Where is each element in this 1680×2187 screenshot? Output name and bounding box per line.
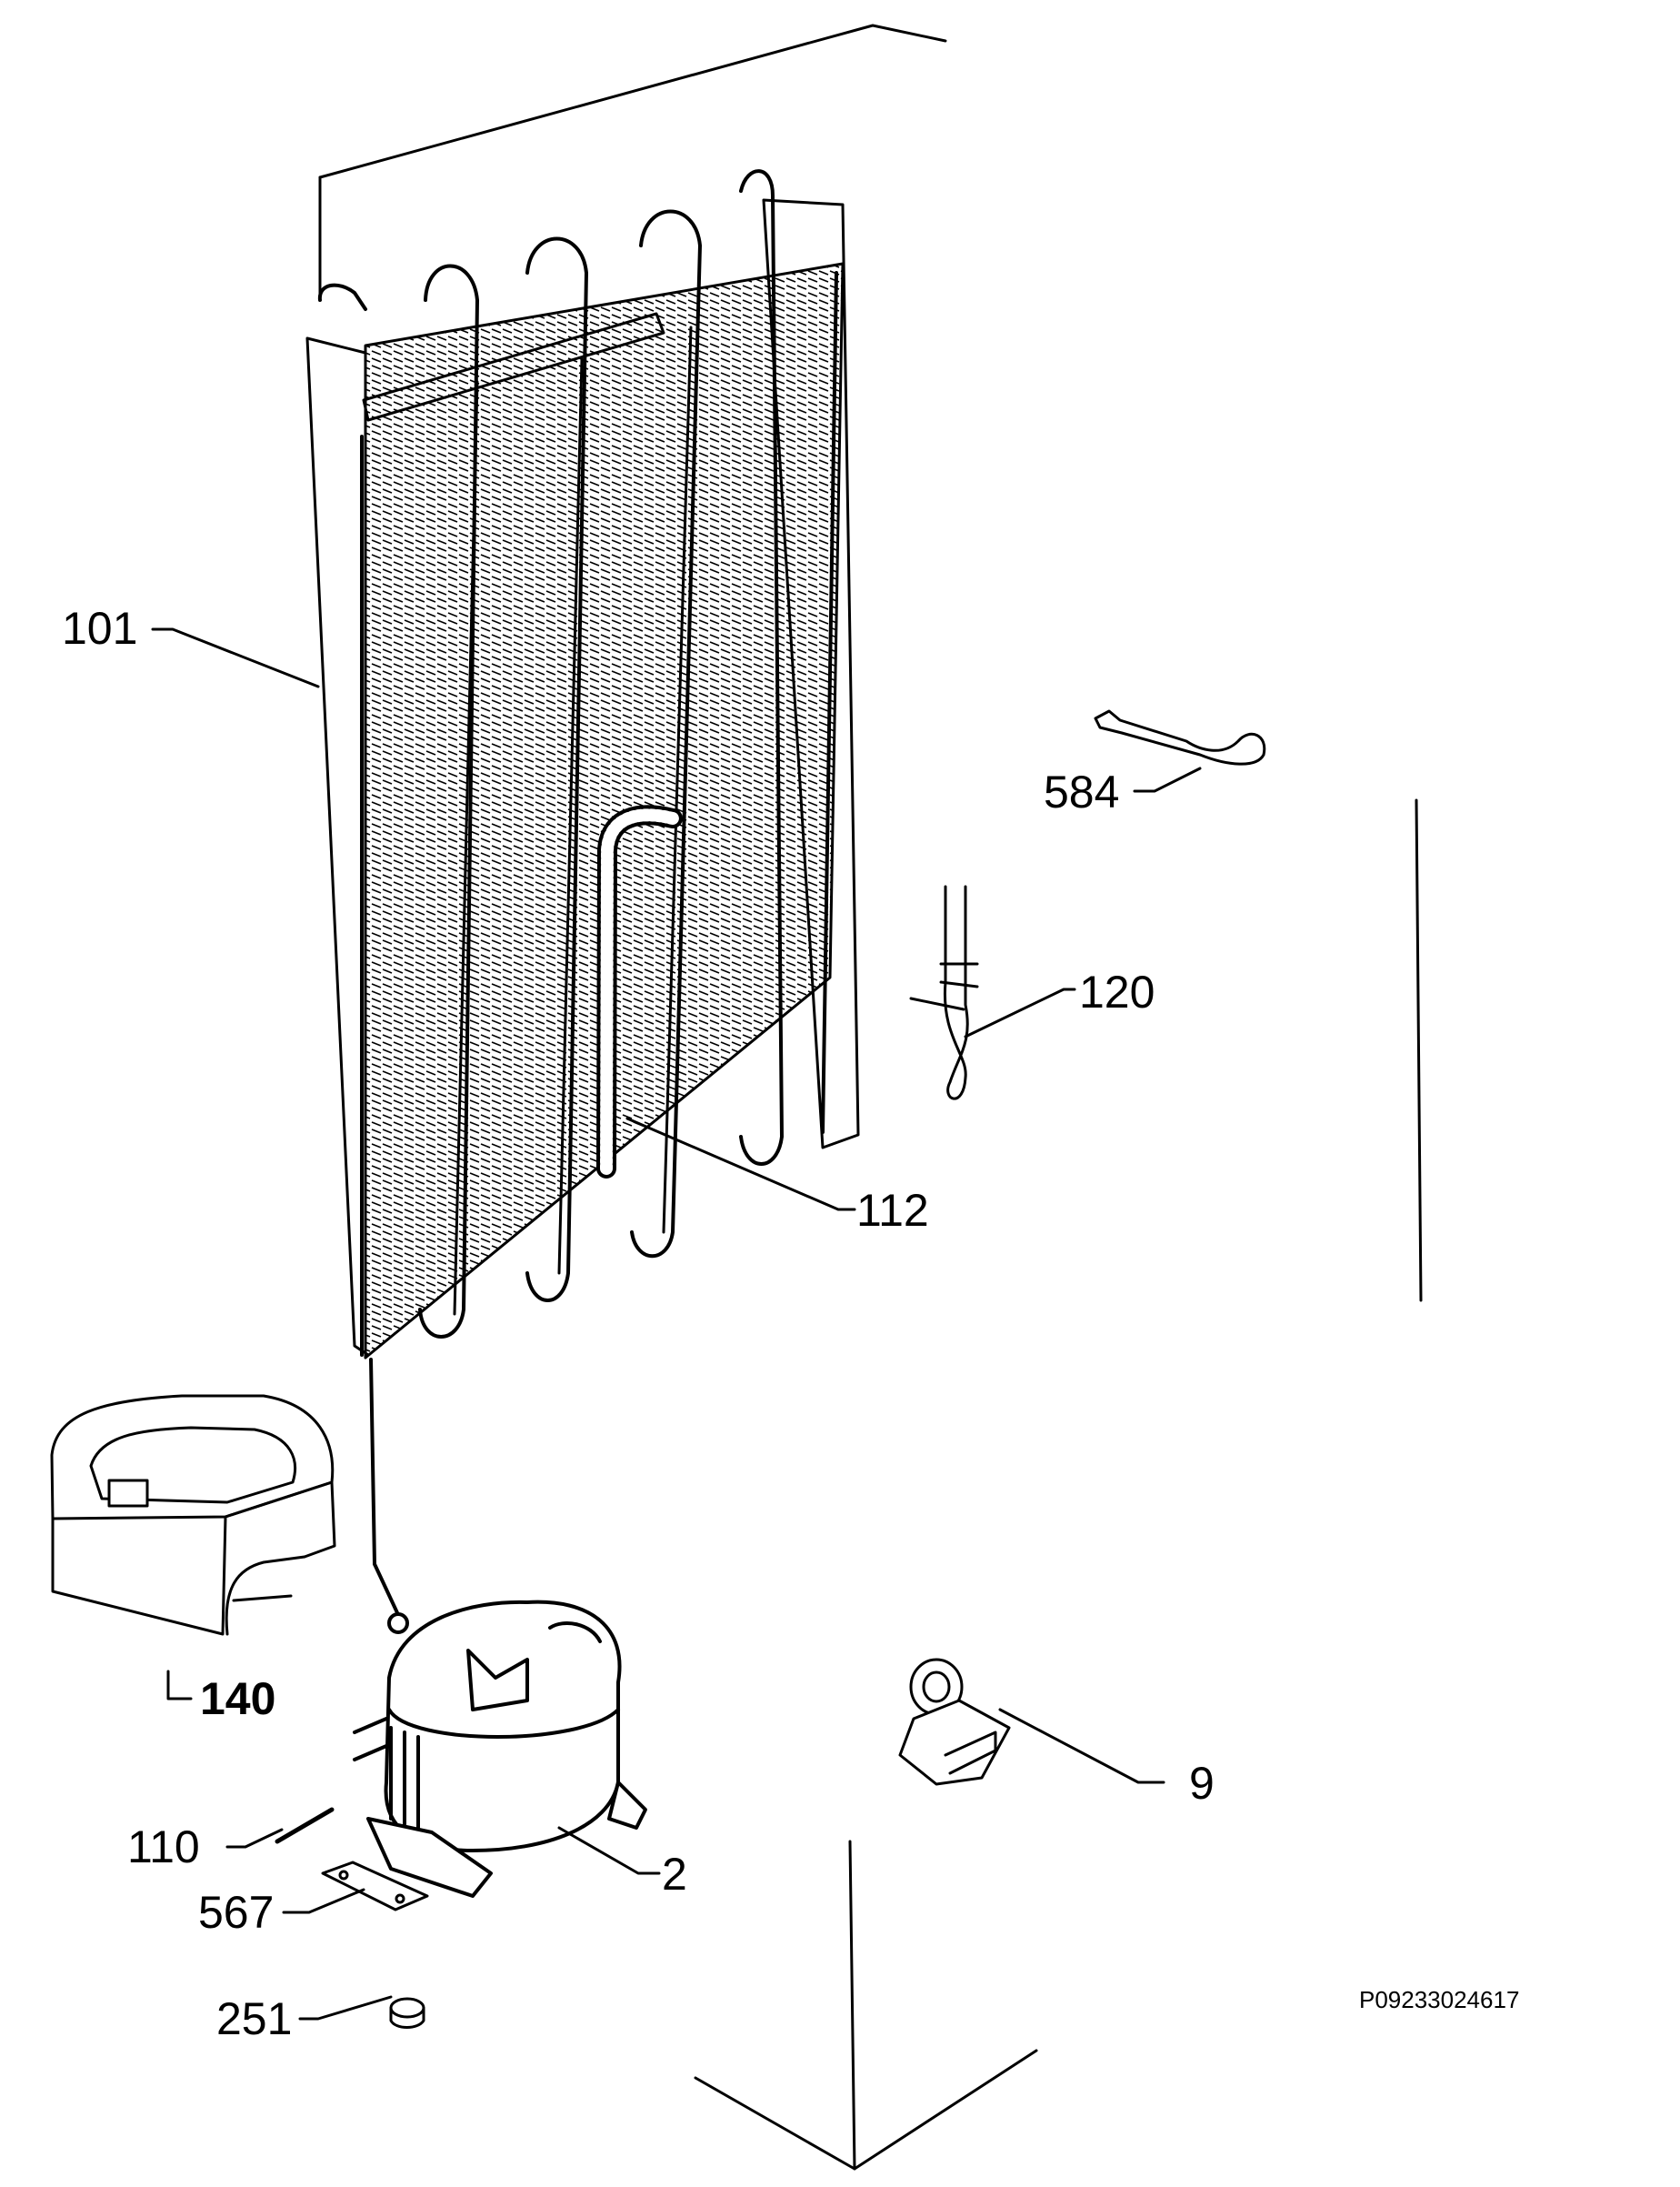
callout-584: 584 (1044, 767, 1119, 818)
leader-lines (151, 627, 1202, 2021)
reference-code: P09233024617 (1359, 1986, 1519, 2013)
grommet-251 (389, 1997, 425, 2029)
drip-tray-140 (50, 1394, 336, 1636)
cable-584 (1094, 709, 1266, 766)
pipe-110 (275, 1807, 335, 1844)
callout-101: 101 (62, 603, 137, 654)
callout-112: 112 (856, 1185, 929, 1236)
compressor-2 (353, 1358, 647, 1898)
callout-2: 2 (662, 1849, 687, 1900)
relay-clip-9 (898, 1658, 1011, 1786)
mounting-plate-567 (321, 1861, 429, 1911)
callout-567: 567 (198, 1887, 274, 1938)
condenser-101 (305, 169, 860, 1359)
cabinet-outline (318, 24, 1423, 2171)
sensor-120 (909, 885, 979, 1100)
callout-9: 9 (1189, 1758, 1215, 1809)
callout-140: 140 (200, 1673, 275, 1724)
callout-251: 251 (216, 1993, 292, 2044)
callout-120: 120 (1079, 967, 1155, 1018)
callout-110: 110 (127, 1821, 200, 1872)
